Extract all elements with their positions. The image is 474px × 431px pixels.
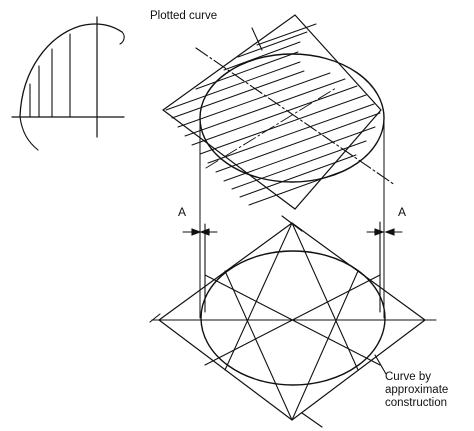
approximate-curve-label: Curve by approximate construction: [385, 371, 448, 410]
plotted-curve-view: [161, 14, 396, 210]
approx-curve-leader: [374, 354, 387, 375]
approximate-construction-view: [149, 215, 437, 428]
construction-extension-3: [149, 313, 161, 323]
dimension-a-label-left: A: [178, 205, 187, 219]
construction-extension-1: [281, 215, 303, 232]
center-line-short: [205, 87, 337, 169]
plotted-curve-leader: [251, 27, 263, 51]
arc-break-top: [119, 31, 125, 45]
top-rhombus: [161, 14, 382, 210]
approximate-curve-label-line3: construction: [385, 397, 448, 409]
approximate-ellipse: [200, 250, 386, 386]
construction-line-1: [224, 222, 293, 371]
construction-diagonal-2: [204, 274, 381, 366]
construction-line-3: [224, 270, 293, 421]
hatch-lines: [165, 23, 381, 206]
approximate-curve-label-line1: Curve by: [385, 371, 432, 383]
approximate-curve-label-line2: approximate: [385, 384, 449, 396]
construction-extension-2: [301, 412, 323, 428]
construction-line-2: [291, 222, 359, 371]
plotted-curve-label: Plotted curve: [150, 10, 218, 22]
arc-break-bottom: [19, 116, 39, 151]
plotted-ellipse: [199, 53, 385, 183]
dimension-a-label-right: A: [398, 205, 407, 219]
projection-lines: [199, 113, 385, 319]
plotting-arc-view: [11, 16, 125, 151]
construction-line-4: [291, 270, 359, 421]
plotting-arc: [19, 23, 123, 117]
center-line-long: [195, 47, 396, 186]
